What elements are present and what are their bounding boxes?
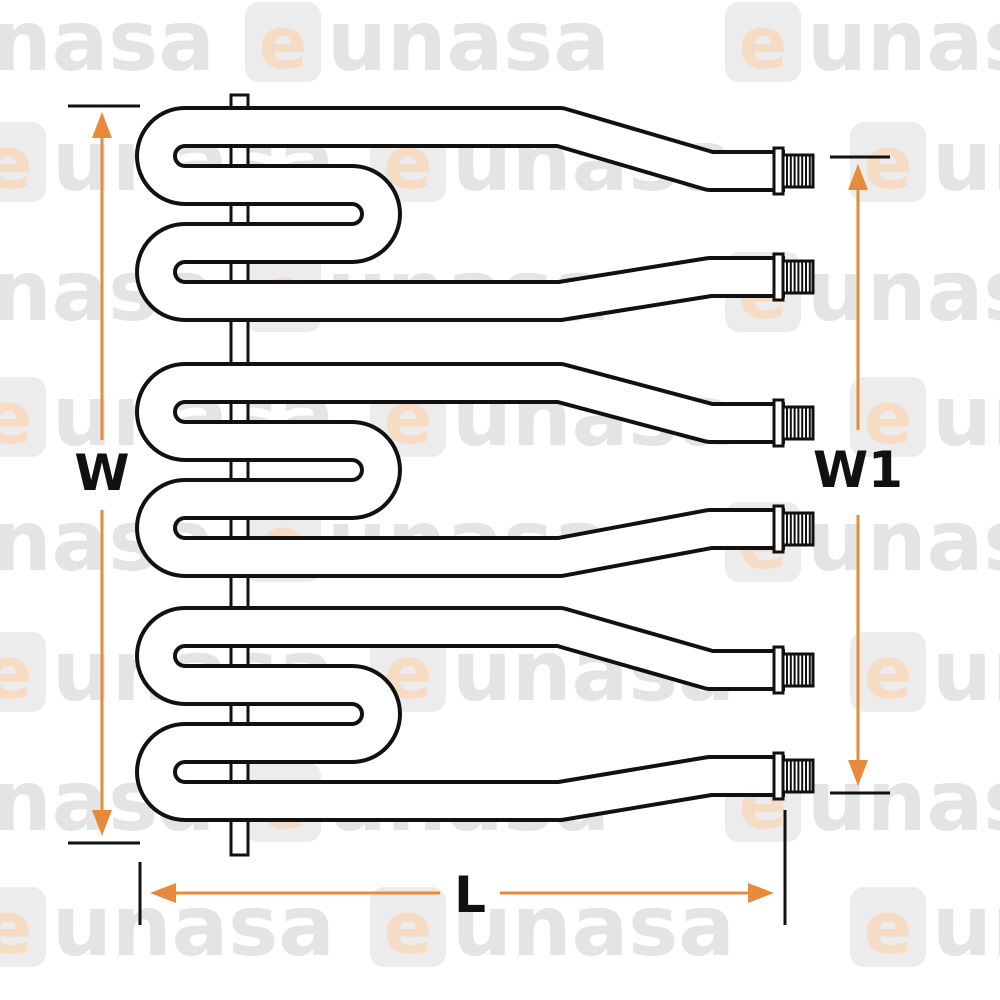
w1-dimension-label: W1 [813, 441, 903, 499]
tube-loop-core-1 [139, 110, 785, 318]
tube-loop-core-3 [139, 610, 785, 818]
svg-text:unasa: unasa [807, 242, 1000, 340]
svg-text:e: e [864, 376, 913, 460]
svg-text:e: e [0, 631, 32, 715]
w1-arrow-down [848, 760, 868, 786]
threaded-terminal [772, 751, 815, 801]
svg-text:e: e [0, 121, 32, 205]
svg-text:unasa: unasa [0, 0, 215, 90]
svg-text:unasa: unasa [932, 112, 1000, 210]
threaded-terminal [772, 398, 815, 448]
threaded-terminal [772, 645, 815, 695]
l-arrow-left [150, 883, 176, 903]
svg-text:e: e [384, 886, 433, 970]
l-arrow-right [748, 883, 774, 903]
terminal-group [772, 146, 815, 801]
svg-text:e: e [0, 376, 32, 460]
svg-text:unasa: unasa [807, 492, 1000, 590]
svg-text:unasa: unasa [932, 367, 1000, 465]
svg-text:unasa: unasa [807, 752, 1000, 850]
svg-text:e: e [739, 1, 788, 85]
w-arrow-down [92, 810, 112, 836]
w-dimension-label: W [74, 444, 129, 502]
threaded-terminal [772, 504, 815, 554]
svg-text:unasa: unasa [807, 0, 1000, 90]
w-arrow-up [92, 112, 112, 138]
svg-text:e: e [259, 1, 308, 85]
svg-text:unasa: unasa [932, 877, 1000, 975]
threaded-terminal [772, 146, 815, 196]
threaded-terminal [772, 252, 815, 302]
heating-tube [135, 106, 785, 822]
tube-loop-core-2 [139, 366, 785, 574]
l-dimension-label: L [454, 866, 486, 924]
svg-text:unasa: unasa [932, 622, 1000, 720]
svg-text:e: e [0, 886, 32, 970]
svg-text:e: e [864, 886, 913, 970]
svg-text:unasa: unasa [327, 0, 610, 90]
svg-text:e: e [864, 631, 913, 715]
w1-arrow-up [848, 164, 868, 190]
svg-text:e: e [864, 121, 913, 205]
